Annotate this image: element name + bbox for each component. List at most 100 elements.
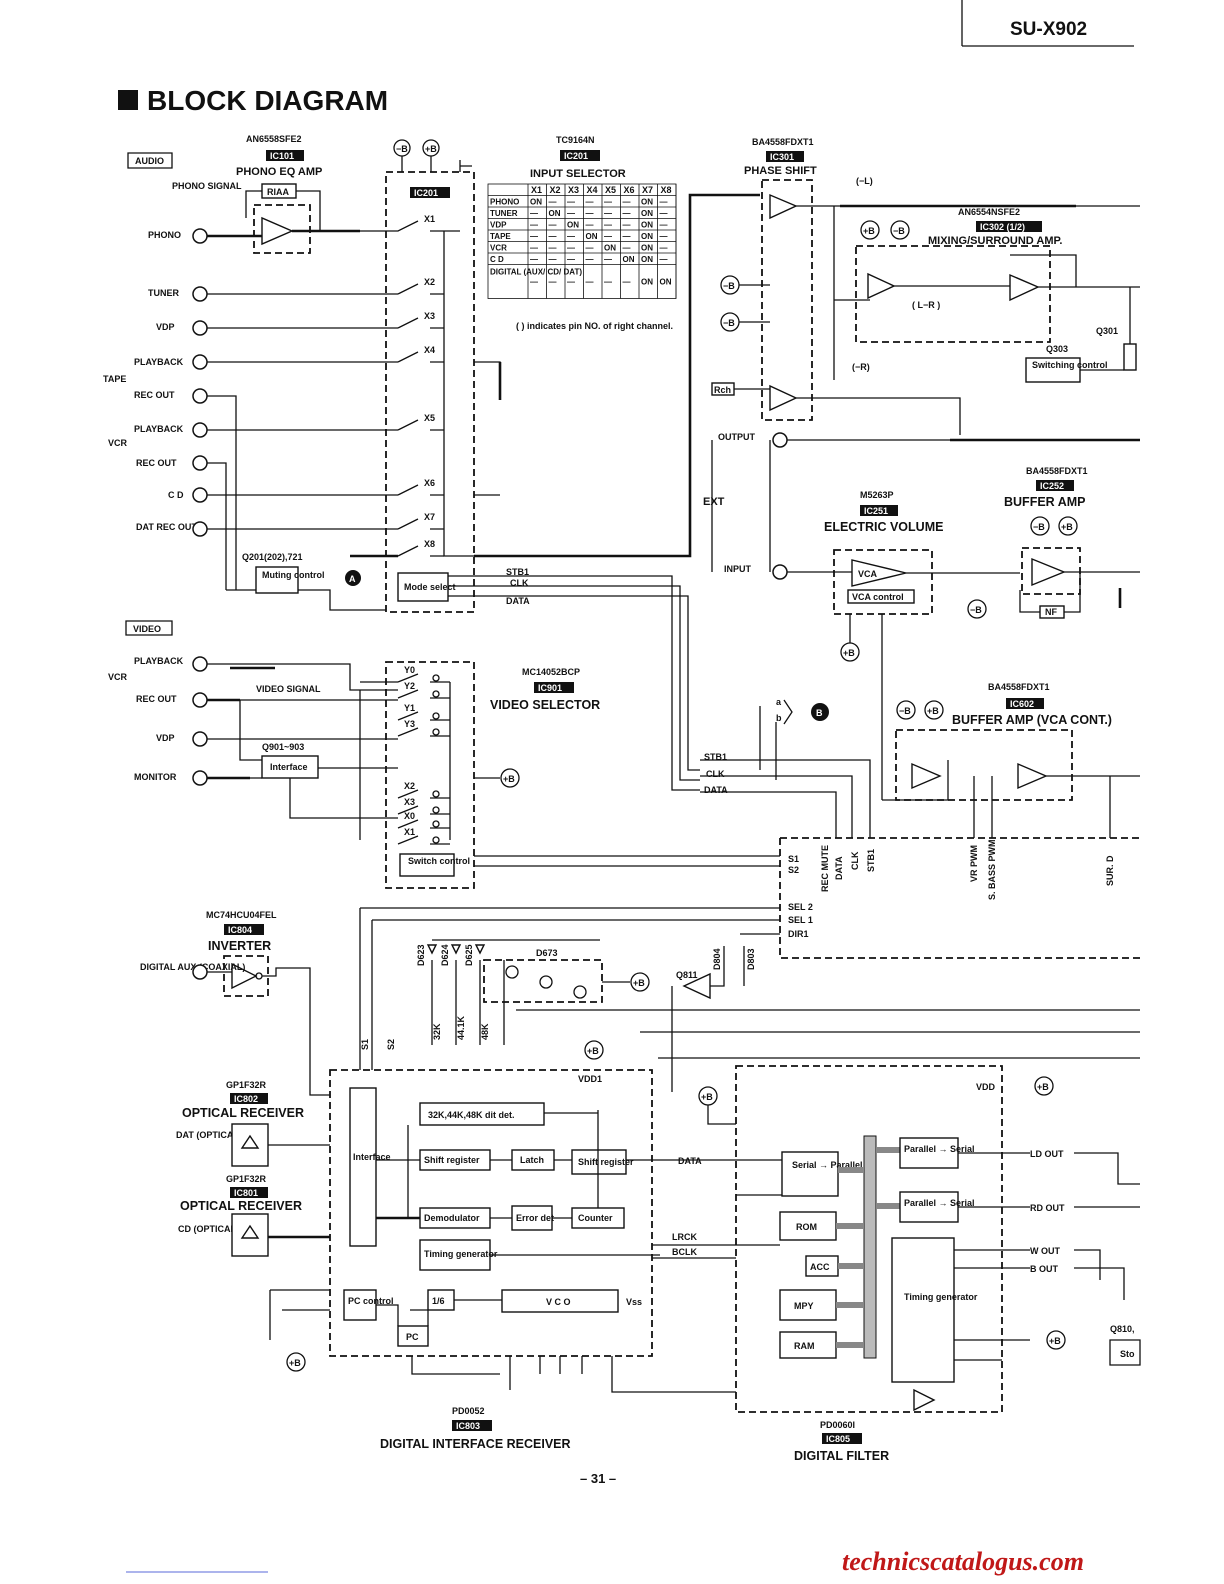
selector-col-header: X6 [624, 185, 635, 195]
dat-rec-out-jack-icon [192, 521, 208, 537]
b-out-label: B OUT [1030, 1264, 1059, 1274]
ic252-name: BUFFER AMP [1004, 495, 1085, 509]
video-switch-label: X2 [404, 781, 415, 791]
ic201-part: TC9164N [556, 135, 595, 145]
selector-cell: — [604, 255, 612, 264]
ic201-chip [560, 150, 600, 161]
ic251-plus-b: +B [843, 648, 855, 658]
ic602-ref: IC602 [1010, 699, 1034, 709]
switching-control-label: Switching control [1032, 360, 1108, 370]
ram-label: RAM [794, 1341, 815, 1351]
selector-cell: — [530, 209, 538, 218]
ic201-ref: IC201 [564, 151, 588, 161]
tape-rec-out-label: REC OUT [134, 390, 175, 400]
video-vdp-label: VDP [156, 733, 175, 743]
rec-mute-label: REC MUTE [820, 845, 830, 892]
x3-label: X3 [424, 311, 435, 321]
pc-label: PC [406, 1332, 419, 1342]
serial-parallel-block [781, 1151, 839, 1197]
control-bus-labels: REC MUTE DATA CLK STB1 VR PWM S. BASS PW… [820, 839, 1115, 900]
rch-label: Rch [714, 385, 731, 395]
page-title: BLOCK DIAGRAM [147, 85, 388, 116]
df-pin3-plus-b: +B [701, 1092, 713, 1102]
bus-s1: S1 [788, 854, 799, 864]
nf-label: NF [1045, 607, 1057, 617]
demodulator-label: Demodulator [424, 1213, 480, 1223]
ic252-plus-b-icon [1058, 516, 1078, 536]
signal-a-label: a [776, 697, 782, 707]
riaa-label: RIAA [267, 187, 289, 197]
ic802-ref: IC802 [234, 1094, 258, 1104]
muting-control-box [255, 566, 299, 594]
ic805-part: PD0060I [820, 1420, 855, 1430]
bus-data: DATA [704, 785, 728, 795]
shift-register-2-block [571, 1149, 627, 1175]
d673-label: D673 [536, 948, 558, 958]
video-switch-contact-icon [432, 806, 440, 814]
phono-jack-icon [192, 228, 208, 244]
model-name: SU-X902 [1010, 19, 1087, 40]
ic301-opamp-bottom-icon [769, 384, 798, 412]
ic901-ref: IC901 [538, 683, 562, 693]
ic301-part: BA4558FDXT1 [752, 137, 814, 147]
marker-b-icon [811, 703, 829, 721]
dir-s2-label: S2 [386, 1039, 396, 1050]
ic201-minus-b: −B [396, 144, 408, 154]
audio-section-tag: AUDIO [127, 152, 173, 169]
ic101-chip [266, 150, 304, 161]
timing-generator-df-label: Timing generator [904, 1292, 978, 1302]
selector-cell: — [623, 198, 631, 207]
ic901-part: MC14052BCP [522, 667, 580, 677]
tape-label: TAPE [103, 374, 126, 384]
selector-cell: — [623, 209, 631, 218]
w-out-label: W OUT [1030, 1246, 1060, 1256]
cd-jack-icon [192, 487, 208, 503]
ic803-part: PD0052 [452, 1406, 485, 1416]
selector-table-note: ( ) indicates pin NO. of right channel. [516, 321, 673, 331]
dir-vdd1: VDD1 [578, 1074, 602, 1084]
mode-select-box [397, 572, 449, 602]
shift-register-2-label: Shift register [578, 1157, 634, 1167]
det-label: 32K,44K,48K dit det. [428, 1110, 515, 1120]
sur-d-label: SUR. D [1105, 855, 1115, 886]
ic804-outline [223, 955, 269, 997]
ic301-name: PHASE SHIFT [744, 165, 817, 177]
video-bus [359, 681, 451, 840]
rom-label: ROM [796, 1222, 817, 1232]
ic803-chip [452, 1420, 492, 1431]
ic101-opamp-icon [261, 216, 294, 246]
selector-cell: — [549, 198, 557, 207]
bus-clk: CLK [706, 769, 725, 779]
ic301-minus-b-1: −B [723, 281, 735, 291]
ic802-chip [230, 1093, 268, 1104]
ic901-name: VIDEO SELECTOR [490, 698, 600, 712]
vca-icon [851, 559, 907, 587]
freq-48k-label: 48K [480, 1023, 490, 1040]
selector-cell: — [567, 232, 575, 241]
selector-cell: — [530, 221, 538, 230]
switching-control-box [1025, 357, 1081, 383]
d624-label: D624 [440, 944, 450, 966]
selector-cell: — [604, 221, 612, 230]
shift-register-label: Shift register [424, 1155, 480, 1165]
ic805-chip [822, 1433, 862, 1444]
ic602-part: BA4558FDXT1 [988, 682, 1050, 692]
ic805-ref: IC805 [826, 1434, 850, 1444]
selector-cell: — [586, 198, 594, 207]
d673-outline [483, 959, 603, 1003]
video-switch-contact-icon [432, 790, 440, 798]
marker-b-label: B [816, 708, 823, 718]
video-switch-contact-icon [432, 728, 440, 736]
sto-label: Sto [1120, 1349, 1135, 1359]
vco-block [501, 1289, 619, 1313]
selector-col-header: X2 [550, 185, 561, 195]
ic901-plus-b-icon [500, 768, 520, 788]
vco-label: V C O [546, 1297, 571, 1307]
dir-plus-b-icon [286, 1352, 306, 1372]
muting-control-label: Muting control [262, 570, 325, 580]
switch-control-label: Switch control [408, 856, 470, 866]
signal-b-label: b [776, 713, 782, 723]
ic252-chip [1036, 480, 1074, 491]
selector-cell: ON [604, 244, 616, 253]
